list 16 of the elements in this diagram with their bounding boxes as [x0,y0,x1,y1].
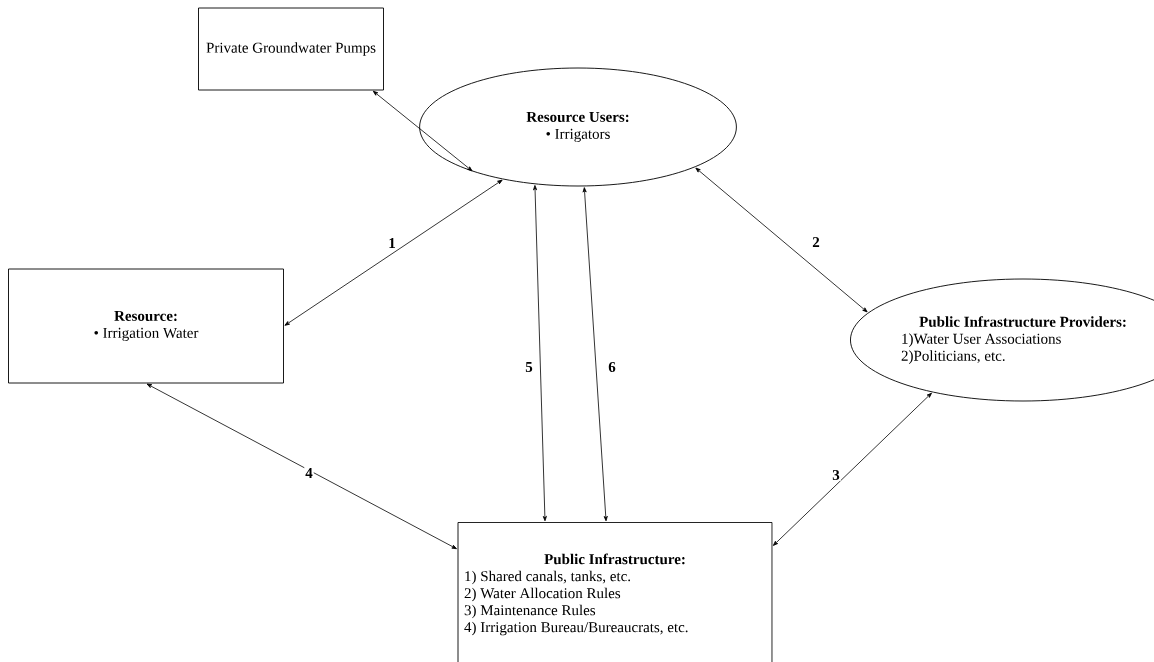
arrow [284,179,503,326]
box: Resource: • Irrigation Water [8,268,284,384]
arrow [582,187,608,522]
edge-label: 5 [524,361,534,373]
edge-label: 6 [607,360,617,374]
arrow [533,185,547,522]
box: Private Groundwater Pumps [198,7,384,91]
arrow [695,167,868,313]
edge-label: 2 [811,236,821,248]
box: Public Infrastructure: 1) Shared canals, tanks, etc. 2) Water Allocation Rules 3) Maintenance Rules 4) Irrigation Bureau/Bureaucrats, etc. [457,522,773,662]
edge-label: 4 [304,467,314,479]
edge-label: 1 [387,237,397,249]
edge-label: 3 [831,468,841,482]
arrow [372,90,473,172]
arrow [772,392,932,546]
arrow [146,383,457,550]
